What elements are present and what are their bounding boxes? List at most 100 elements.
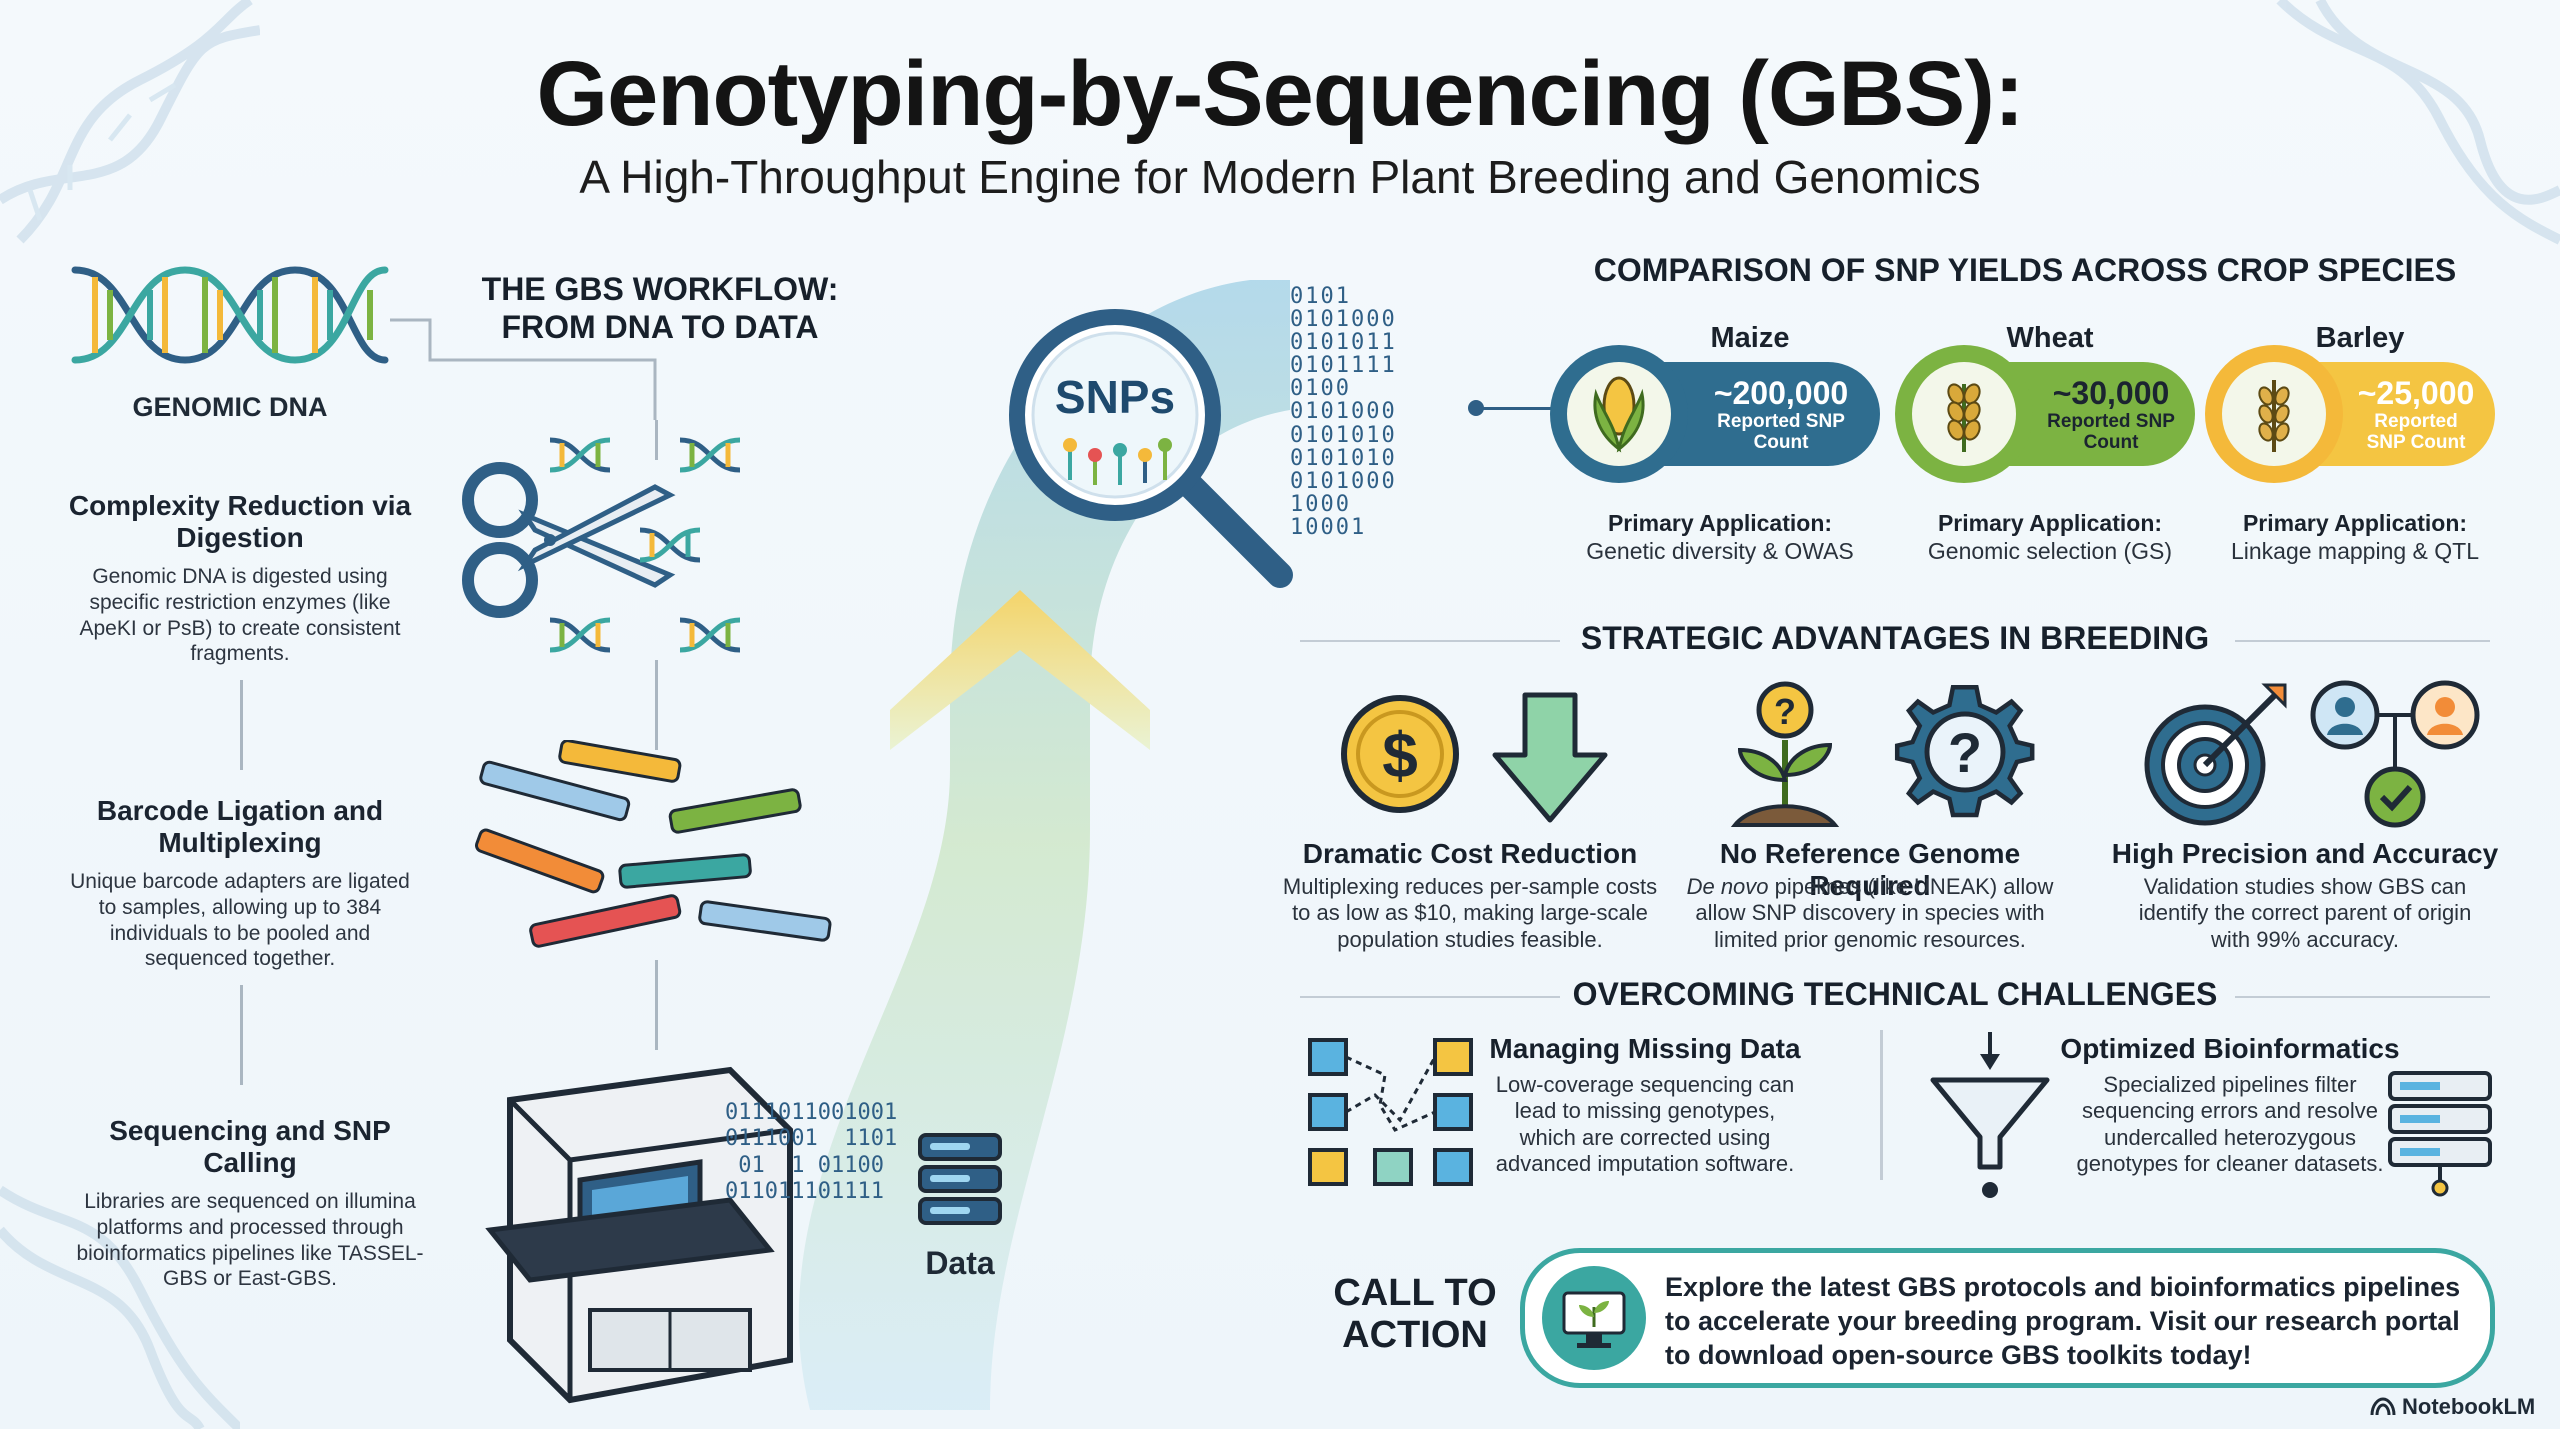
- advantages-heading: STRATEGIC ADVANTAGES IN BREEDING: [1580, 620, 2210, 656]
- cta-box[interactable]: Explore the latest GBS protocols and bio…: [1520, 1248, 2495, 1388]
- maize-app-label: Primary Application:: [1607, 510, 1833, 536]
- advantage-1-desc: Multiplexing reduces per-sample costs to…: [1282, 874, 1658, 952]
- wheat-snp-count: ~30,000: [2052, 374, 2170, 411]
- page-title: Genotyping-by-Sequencing (GBS):: [536, 43, 2025, 145]
- wheat-app-value: Genomic selection (GS): [1927, 538, 2173, 564]
- challenges-rule-right: [2235, 996, 2490, 998]
- challenge-2-title: Optimized Bioinformatics: [2060, 1033, 2400, 1064]
- advantage-3-desc: Validation studies show GBS can identify…: [2138, 874, 2472, 952]
- barley-snp-count: ~25,000: [2357, 374, 2475, 411]
- wheat-snp-count-label: Reported SNP Count: [2047, 410, 2175, 453]
- data-server-icon: [918, 1133, 1002, 1225]
- funnel-icon: [1930, 1032, 2050, 1198]
- missing-data-icon: [1308, 1038, 1473, 1186]
- corner-dna-bottom-left-icon: [0, 1185, 240, 1429]
- barley-app-label: Primary Application:: [2242, 510, 2468, 536]
- sequencer-machine-icon: [485, 1066, 793, 1404]
- workflow-step-2-desc: Unique barcode adapters are ligated to s…: [70, 870, 410, 971]
- corner-dna-top-right-icon: [2276, 0, 2560, 245]
- wheat-app-label: Primary Application:: [1937, 510, 2163, 536]
- seedling-icon: ?: [1730, 681, 1840, 827]
- data-stream-arrow: [798, 280, 1290, 1410]
- server-stack-icon: [2388, 1071, 2492, 1197]
- cta-text[interactable]: Explore the latest GBS protocols and bio…: [1665, 1272, 2461, 1370]
- data-label: Data: [925, 1245, 995, 1281]
- maize-snp-count: ~200,000: [1713, 374, 1849, 411]
- challenge-2-desc: Specialized pipelines filter sequencing …: [2076, 1072, 2384, 1177]
- step-divider: [240, 680, 243, 770]
- barley-snp-count-label: Reported SNP Count: [2366, 410, 2466, 453]
- advantages-rule-right: [2235, 640, 2490, 642]
- advantage-1-title: Dramatic Cost Reduction: [1302, 838, 1638, 869]
- workflow-heading-line2: FROM DNA TO DATA: [501, 309, 819, 346]
- workflow-step-1: Complexity Reduction via Digestion Genom…: [60, 490, 420, 667]
- footer-brand-text: NotebookLM: [2402, 1394, 2536, 1419]
- crop-name-barley: Barley: [2315, 322, 2405, 354]
- workflow-step-1-title: Complexity Reduction via Digestion: [68, 490, 412, 554]
- step-divider: [240, 985, 243, 1085]
- barley-icon: [2258, 380, 2290, 452]
- workflow-step-2: Barcode Ligation and Multiplexing Unique…: [60, 795, 420, 972]
- wheat-icon-ring: [1895, 345, 2033, 483]
- corn-icon: [1593, 376, 1645, 453]
- challenges-heading: OVERCOMING TECHNICAL CHALLENGES: [1572, 976, 2218, 1012]
- scissors-icon: [462, 462, 676, 618]
- workflow-connector: [655, 420, 658, 460]
- footer-brand: NotebookLM: [2370, 1394, 2535, 1420]
- advantage-2-desc-text: pipelines (like UNEAK) allow allow SNP d…: [1695, 874, 2054, 952]
- barcode-adapters-icon: [475, 740, 832, 948]
- parent-verify-icon: [2310, 680, 2480, 828]
- monitor-plant-icon: [1542, 1266, 1646, 1370]
- challenges-rule-left: [1300, 996, 1560, 998]
- advantages-rule-left: [1300, 640, 1560, 642]
- dollar-coin-icon: $: [1341, 695, 1459, 813]
- workflow-connector: [655, 960, 658, 1050]
- crop-name-maize: Maize: [1710, 322, 1790, 354]
- dna-fragments-icon: [549, 437, 741, 653]
- barley-icon-ring: [2205, 345, 2343, 483]
- maize-snp-pill: ~200,000 Reported SNP Count: [1550, 345, 1880, 483]
- advantage-2-desc-emphasis: De novo: [1686, 874, 1769, 899]
- snps-magnifier-icon: [1009, 309, 1293, 588]
- crop-name-wheat: Wheat: [2006, 322, 2094, 354]
- sequencer-binary-decor: 0111011001001 0111001 1101 01 1 01100 01…: [725, 1100, 898, 1205]
- workflow-step-1-desc: Genomic DNA is digested using specific r…: [79, 565, 401, 666]
- challenge-1-desc: Low-coverage sequencing can lead to miss…: [1495, 1072, 1795, 1177]
- challenges-divider: [1880, 1030, 1883, 1180]
- target-arrow-icon: [2144, 683, 2287, 826]
- genomic-dna-label: GENOMIC DNA: [132, 392, 328, 422]
- snp-connector: [1475, 407, 1555, 410]
- workflow-heading: THE GBS WORKFLOW: FROM DNA TO DATA: [455, 270, 865, 347]
- advantage-2-title: No Reference Genome Required: [1719, 838, 2021, 901]
- cta-label: CALL TO ACTION: [1315, 1272, 1515, 1357]
- page-subtitle: A High-Throughput Engine for Modern Plan…: [579, 151, 1981, 203]
- binary-stream-decor: 0101 0101000 0101011 0101111 0100 010100…: [1290, 284, 1397, 540]
- maize-app-value: Genetic diversity & OWAS: [1586, 538, 1854, 564]
- workflow-step-3-title: Sequencing and SNP Calling: [109, 1115, 391, 1179]
- down-arrow-icon: [1492, 692, 1608, 823]
- dna-helix-icon: [71, 266, 389, 364]
- workflow-step-2-title: Barcode Ligation and Multiplexing: [96, 795, 384, 859]
- snps-label: SNPs: [1054, 371, 1176, 423]
- notebooklm-logo-icon: [2370, 1397, 2396, 1416]
- gear-question-glyph: ?: [1948, 721, 1982, 784]
- wheat-snp-pill: ~30,000 Reported SNP Count: [1895, 345, 2195, 483]
- wheat-icon: [1947, 383, 1981, 452]
- cta-label-line1: CALL TO: [1333, 1272, 1497, 1314]
- snp-connector-dot: [1468, 400, 1484, 416]
- workflow-heading-line1: THE GBS WORKFLOW:: [481, 271, 839, 307]
- dollar-glyph: $: [1382, 719, 1418, 791]
- dna-connector: [390, 318, 657, 420]
- advantage-3-title: High Precision and Accuracy: [2111, 838, 2499, 869]
- workflow-connector: [655, 660, 658, 750]
- gear-question-icon: ?: [1894, 684, 2035, 818]
- corner-dna-top-left-icon: [0, 0, 260, 244]
- barley-app-value: Linkage mapping & QTL: [2230, 538, 2480, 564]
- seedling-question-glyph: ?: [1774, 691, 1796, 732]
- maize-snp-count-label: Reported SNP Count: [1717, 410, 1845, 453]
- cta-label-line2: ACTION: [1342, 1313, 1488, 1356]
- barley-snp-pill: ~25,000 Reported SNP Count: [2205, 345, 2495, 483]
- maize-icon-ring: [1550, 345, 1688, 483]
- advantage-2-desc: De novo pipelines (like UNEAK) allow all…: [1685, 874, 2055, 953]
- comparison-heading: COMPARISON OF SNP YIELDS ACROSS CROP SPE…: [1593, 252, 2457, 288]
